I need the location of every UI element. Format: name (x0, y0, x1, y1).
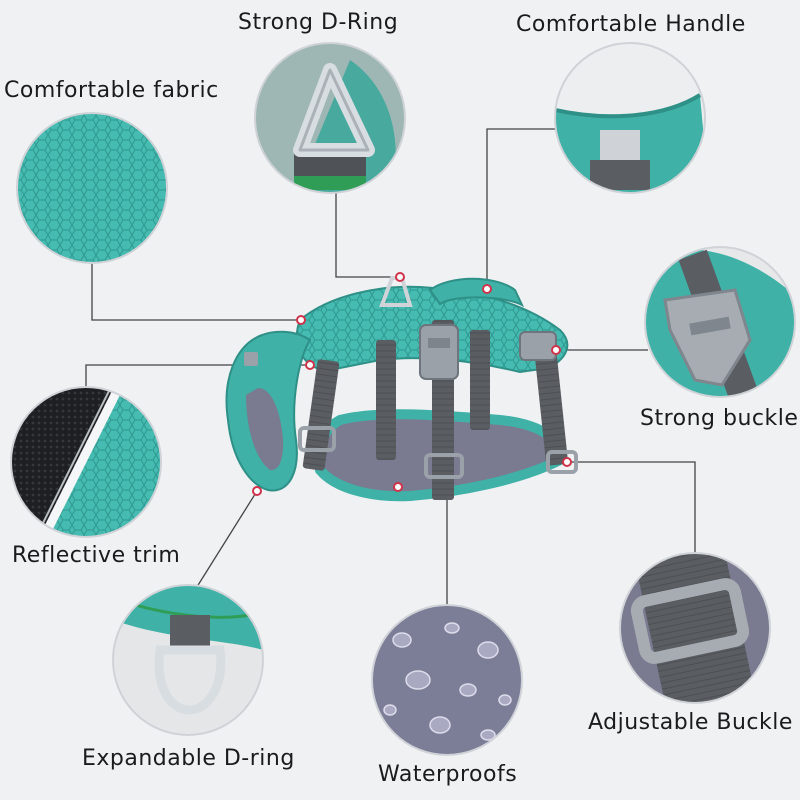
marker-strong-buckle (551, 345, 561, 355)
marker-comfortable-handle (482, 284, 492, 294)
marker-comfortable-fabric (296, 315, 306, 325)
detail-circle-strong-d-ring (254, 42, 406, 194)
label-waterproofs: Waterproofs (378, 762, 518, 787)
callout-line-strong-d-ring (335, 193, 400, 278)
label-comfortable-handle: Comfortable Handle (516, 12, 746, 37)
detail-circle-expandable-d-ring (112, 584, 264, 736)
detail-circle-comfortable-fabric (16, 112, 168, 264)
harness-strap-right (534, 344, 568, 466)
detail-circle-adjustable-buckle (619, 552, 771, 704)
detail-circle-comfortable-handle (554, 42, 706, 194)
marker-reflective-trim (305, 360, 315, 370)
harness-product-image (225, 276, 578, 502)
callout-line-comfortable-fabric (91, 263, 301, 321)
label-strong-d-ring: Strong D-Ring (238, 10, 399, 35)
callout-line-expandable-d-ring (194, 490, 258, 591)
harness-handle (428, 277, 525, 308)
label-adjustable-buckle: Adjustable Buckle (588, 710, 793, 735)
harness-slider-right (546, 450, 578, 474)
marker-expandable-d-ring (252, 486, 262, 496)
detail-circle-waterproofs (371, 604, 523, 756)
detail-circle-reflective-trim (10, 386, 162, 538)
label-comfortable-fabric: Comfortable fabric (4, 78, 219, 103)
label-expandable-d-ring: Expandable D-ring (82, 746, 295, 771)
harness-strap-left (302, 359, 340, 471)
callout-line-comfortable-handle (486, 128, 556, 289)
label-strong-buckle: Strong buckle (640, 406, 799, 431)
feature-markers (252, 272, 572, 496)
marker-adjustable-buckle (562, 457, 572, 467)
callout-line-adjustable-buckle (567, 461, 696, 553)
label-reflective-trim: Reflective trim (12, 543, 181, 568)
marker-strong-d-ring (395, 272, 405, 282)
detail-circle-strong-buckle (644, 246, 796, 398)
harness-slider-mid (424, 453, 464, 479)
harness-buckle-center (419, 324, 459, 380)
harness-slider-left (298, 426, 336, 452)
marker-waterproofs (393, 482, 403, 492)
harness-buckle-right (519, 331, 557, 361)
